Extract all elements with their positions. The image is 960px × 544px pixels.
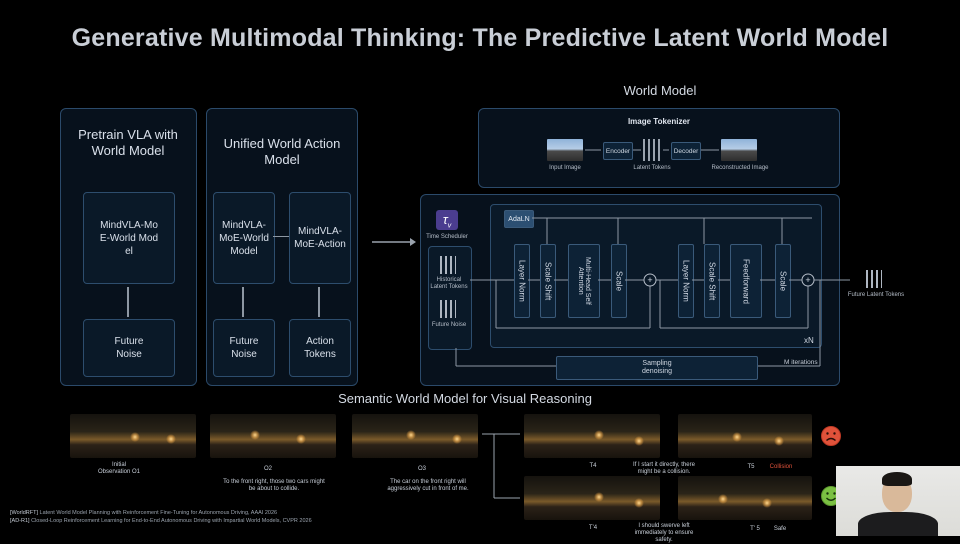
world-model-title: World Model [623,83,697,98]
tau-symbol: τ [442,212,448,227]
pretrain-input-label: Future Noise [114,336,144,360]
frame-t4-prime-caption: I should swerve left immediately to ensu… [634,523,694,543]
happy-face-icon [821,486,841,506]
pretrain-model-box: MindVLA-MoE-World Model [83,192,175,284]
frame-t4 [524,414,660,458]
future-noise-label: Future Noise [431,322,467,328]
frame-o3-caption: The car on the front right will aggressi… [387,479,469,492]
semantic-title: Semantic World Model for Visual Reasonin… [338,391,592,406]
unified-panel: Unified World Action Model MindVLA-MoE-W… [206,108,358,386]
future-noise-glyph [440,300,456,318]
feedforward-block: Feedforward [730,244,762,318]
encoder-box: Encoder [603,142,633,160]
frame-t5-prime-label: T' 5 [750,526,760,532]
future-latent-glyph [866,270,882,288]
tau-icon: τv [436,210,458,230]
reconstructed-image-label: Reconstructed Image [711,165,769,171]
unified-action-label: MindVLA-MoE-Action [294,226,346,250]
pretrain-panel: Pretrain VLA with World Model MindVLA-Mo… [60,108,197,386]
layer-norm-1: Layer Norm [514,244,530,318]
input-image [547,139,583,161]
layer-norm-2: Layer Norm [678,244,694,318]
scale-shift-2: Scale Shift [704,244,720,318]
pretrain-title: Pretrain VLA with World Model [78,127,178,158]
latent-tokens-label: Latent Tokens [633,165,671,171]
frame-o1-label: Initial Observation O1 [97,462,141,475]
input-image-label: Input Image [549,165,581,171]
decoder-label: Decoder [673,147,699,155]
tau-subscript: v [447,222,452,230]
future-latent-label: Future Latent Tokens [847,292,905,298]
pretrain-model-label: MindVLA-MoE-World Model [99,219,159,257]
reference-2: [AD-R1] Closed-Loop Reinforcement Learni… [10,517,312,524]
xn-label: xN [804,336,814,345]
unified-world-label: MindVLA-MoE-World Model [219,219,269,257]
presenter-hair [882,472,912,486]
sad-face-icon [821,426,841,446]
unified-tokens-label: Action Tokens [304,336,336,360]
frame-t5 [678,414,812,458]
frame-o2-label: O2 [263,466,272,472]
unified-noise-label: Future Noise [229,336,259,360]
reconstructed-image [721,139,757,161]
frame-t4-prime [524,476,660,520]
frame-t5-label: T5 [747,464,755,470]
latent-tokens-glyph [643,139,661,161]
frame-o3-label: O3 [417,466,426,472]
page-title: Generative Multimodal Thinking: The Pred… [71,24,889,52]
attention-block: Multi-Head Self Attention [568,244,600,318]
frame-t4-label: T4 [589,463,597,469]
tokenizer-arrows [585,149,719,151]
unified-world-box: MindVLA-MoE-World Model [213,192,275,284]
frame-o1 [70,414,196,458]
decoder-box: Decoder [671,142,701,160]
svg-text:+: + [805,275,810,285]
m-iterations-label: M iterations [784,359,818,366]
svg-text:+: + [647,275,652,285]
frame-o2 [210,414,336,458]
unified-noise-box: Future Noise [213,319,275,377]
transformer-block [490,204,822,348]
collision-tag: Collision [769,464,793,470]
frame-t4-prime-label: T'4 [588,525,598,531]
historical-label: Historical Latent Tokens [430,277,468,290]
presenter-video [836,466,960,536]
sampling-label: Sampling denoising [642,360,672,375]
transformer-connectors: + + [455,217,850,367]
reference-1: [WorldRFT] Latent World Model Planning w… [10,510,278,516]
frame-o2-caption: To the front right, those two cars might… [223,479,325,492]
frame-o3 [352,414,478,458]
sampling-box: Sampling denoising [556,356,758,380]
flow-arrow [372,238,416,246]
scale-2: Scale [775,244,791,318]
frame-t5-prime [678,476,812,520]
branch-connectors [482,433,520,499]
adaln-label: AdaLN [508,215,530,223]
tokenizer-panel: Image Tokenizer Input Image Encoder Late… [478,108,840,188]
arrow-up [127,287,129,317]
safe-tag: Safe [773,526,787,532]
encoder-label: Encoder [605,147,631,155]
adaln-box: AdaLN [504,210,534,228]
arrow-up [318,287,320,317]
unified-title: Unified World Action Model [223,136,341,167]
time-scheduler-label: Time Scheduler [426,234,468,240]
pretrain-input-box: Future Noise [83,319,175,377]
arrow-up [242,287,244,317]
historical-tokens-glyph [440,256,456,274]
presenter-body [858,512,938,536]
scale-shift-1: Scale Shift [540,244,556,318]
scale-1: Scale [611,244,627,318]
tokenizer-title: Image Tokenizer [627,117,691,126]
unified-tokens-box: Action Tokens [289,319,351,377]
frame-t4-caption: If I start it directly, there might be a… [633,462,695,475]
references: [WorldRFT] Latent World Model Planning w… [10,510,470,525]
link-arrow [273,236,289,237]
unified-action-box: MindVLA-MoE-Action [289,192,351,284]
